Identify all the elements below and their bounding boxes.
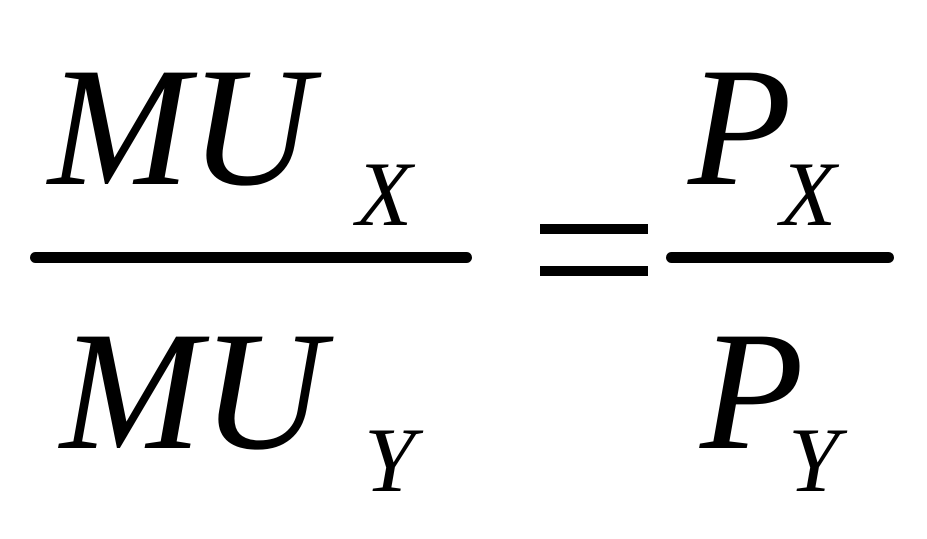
left-denominator-base: MU — [60, 297, 325, 485]
left-numerator-base: MU — [48, 33, 313, 221]
right-denominator-base: P — [700, 297, 804, 485]
right-numerator-subscript: X — [780, 143, 837, 245]
equals-sign-bottom-bar — [540, 266, 648, 276]
left-numerator-subscript: X — [356, 143, 413, 245]
left-fraction-bar — [30, 252, 472, 263]
right-denominator-subscript: Y — [788, 409, 840, 511]
equals-sign-top-bar — [540, 224, 648, 234]
right-numerator-base: P — [688, 33, 792, 221]
left-denominator-subscript: Y — [364, 409, 416, 511]
right-fraction-bar — [666, 252, 894, 263]
